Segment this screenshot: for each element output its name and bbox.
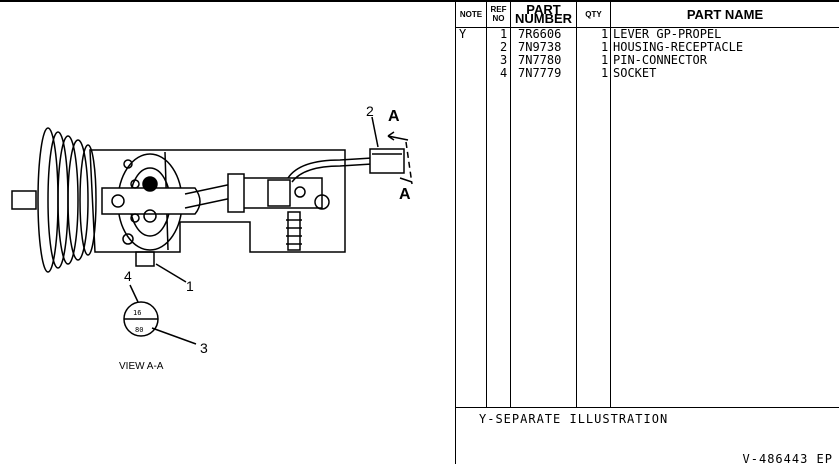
header-part-name: PART NAME bbox=[686, 6, 764, 22]
row-part-number: 7N9738 bbox=[518, 40, 562, 54]
callout-2: 2 bbox=[366, 103, 374, 119]
table-footer-line bbox=[455, 407, 839, 408]
row-ref: 1 bbox=[500, 27, 508, 41]
callout-4: 4 bbox=[124, 268, 132, 284]
parts-illustration: 16 80 1 2 3 4 A A VIEW A-A bbox=[0, 2, 456, 464]
table-border-left bbox=[455, 2, 456, 464]
parts-list: NOTE REF NO PART NUMBER QTY PART NAME Y … bbox=[455, 2, 839, 466]
row-qty: 1 bbox=[601, 66, 609, 80]
row-ref: 4 bbox=[500, 66, 508, 80]
row-part-number: 7R6606 bbox=[518, 27, 562, 41]
callout-3: 3 bbox=[200, 340, 208, 356]
separate-illustration-note: Y-SEPARATE ILLUSTRATION bbox=[479, 412, 669, 426]
col-divider-partno bbox=[576, 2, 577, 407]
header-qty: QTY bbox=[585, 9, 602, 19]
row-ref: 3 bbox=[500, 53, 508, 67]
shaft-stub bbox=[11, 190, 37, 210]
row-qty: 1 bbox=[601, 27, 609, 41]
row-part-number: 7N7780 bbox=[518, 53, 562, 67]
col-divider-qty bbox=[610, 2, 611, 407]
lever bbox=[101, 187, 201, 215]
row-part-name: SOCKET bbox=[613, 66, 657, 80]
col-divider-ref bbox=[510, 2, 511, 407]
header-underline bbox=[455, 27, 839, 28]
row-part-number: 7N7779 bbox=[518, 66, 562, 80]
row-ref: 2 bbox=[500, 40, 508, 54]
header-note: NOTE bbox=[459, 9, 483, 19]
callout-1: 1 bbox=[186, 278, 194, 294]
exploded-view-drawing: 16 80 bbox=[11, 116, 413, 345]
gauge-label-bottom: 80 bbox=[135, 326, 143, 334]
housing-plate bbox=[89, 149, 346, 253]
row-note: Y bbox=[459, 27, 467, 41]
top-border bbox=[0, 0, 839, 2]
view-label: VIEW A-A bbox=[119, 361, 164, 372]
row-part-name: PIN-CONNECTOR bbox=[613, 53, 707, 67]
header-part-number: PART NUMBER bbox=[514, 2, 573, 26]
receptacle-housing bbox=[369, 148, 405, 174]
document-id: V-486443 EP bbox=[742, 452, 833, 466]
row-qty: 1 bbox=[601, 40, 609, 54]
gauge-label-top: 16 bbox=[133, 309, 141, 317]
section-marker-bottom: A bbox=[399, 186, 411, 203]
row-qty: 1 bbox=[601, 53, 609, 67]
header-ref-no: REF NO bbox=[490, 5, 507, 23]
col-divider-note bbox=[486, 2, 487, 407]
section-marker-top: A bbox=[388, 108, 400, 125]
row-part-name: LEVER GP-PROPEL bbox=[613, 27, 722, 41]
row-part-name: HOUSING-RECEPTACLE bbox=[613, 40, 744, 54]
